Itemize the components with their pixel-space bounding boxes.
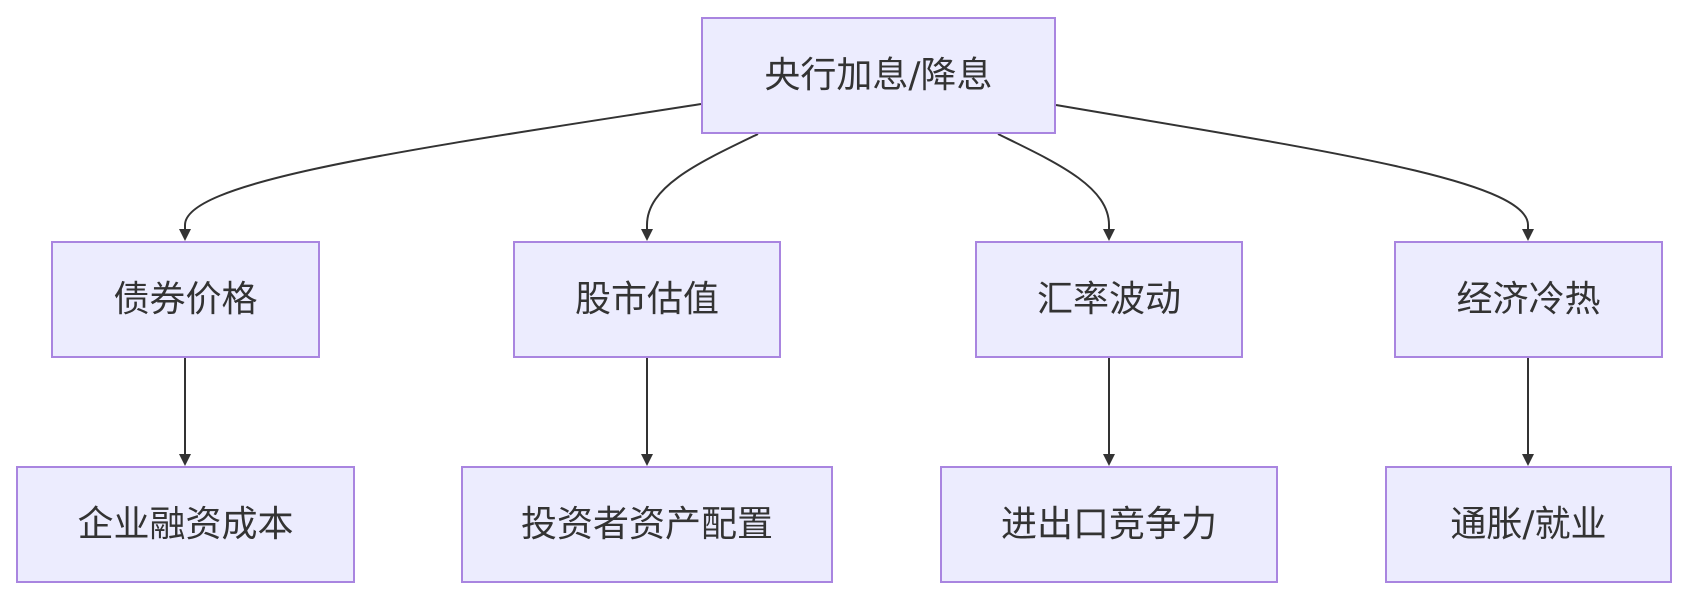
node-label: 投资者资产配置 [520,503,773,545]
node-label: 央行加息/降息 [764,54,993,96]
node-trade-competitiveness: 进出口竞争力 [940,466,1278,583]
node-stock-valuation: 股市估值 [513,241,781,358]
edge-root-to-stock-valuation [641,133,759,241]
node-investor-asset-allocation: 投资者资产配置 [461,466,833,583]
edge-root-to-economy [1055,104,1534,241]
edge-root-to-fx-volatility [997,133,1115,241]
node-label: 通胀/就业 [1450,503,1607,545]
edge-root-to-bond-price [179,103,702,241]
node-corporate-financing-cost: 企业融资成本 [16,466,355,583]
node-label: 债券价格 [113,278,258,320]
node-bond-price: 债券价格 [51,241,320,358]
node-label: 股市估值 [574,278,719,320]
node-label: 汇率波动 [1036,278,1181,320]
node-label: 企业融资成本 [77,503,294,545]
node-economy-cycle: 经济冷热 [1394,241,1663,358]
node-label: 进出口竞争力 [1000,503,1217,545]
node-fx-volatility: 汇率波动 [975,241,1243,358]
node-central-bank-rate: 央行加息/降息 [701,17,1056,134]
node-label: 经济冷热 [1456,278,1601,320]
node-inflation-employment: 通胀/就业 [1385,466,1672,583]
